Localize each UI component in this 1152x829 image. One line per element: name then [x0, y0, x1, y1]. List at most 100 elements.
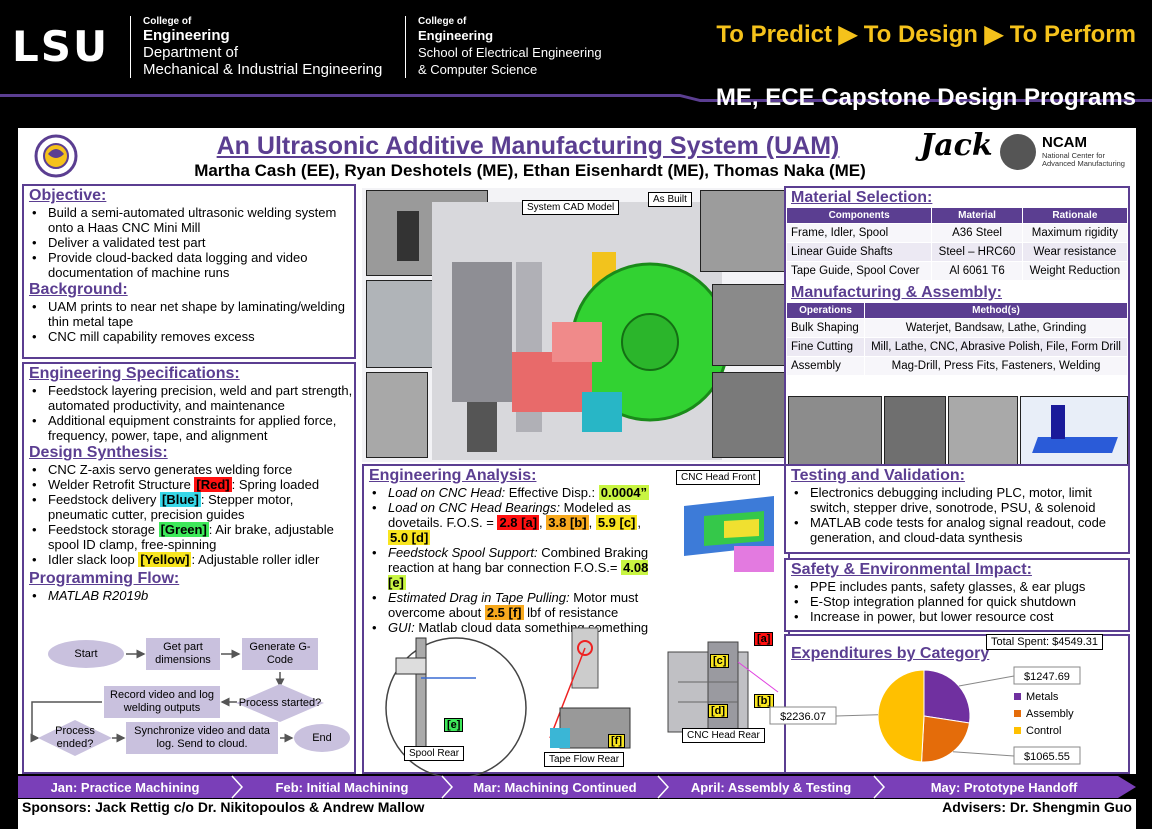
design-list: CNC Z-axis servo generates welding force…	[24, 462, 354, 567]
engineering-spec-panel: Engineering Specifications: Feedstock la…	[22, 362, 356, 774]
value-badge: 5.9 [c]	[595, 515, 638, 530]
as-built-caption: As Built	[648, 192, 692, 207]
photo-mill	[884, 396, 946, 468]
poster: An Ultrasonic Additive Manufacturing Sys…	[18, 128, 1136, 779]
table-cell: Frame, Idler, Spool	[785, 223, 933, 243]
timeline-feb: Feb: Initial Machining	[275, 779, 409, 795]
yellow-tag: [Yellow]	[138, 552, 192, 567]
flow-end: End	[294, 724, 350, 752]
value-badge: 2.8 [a]	[497, 515, 540, 530]
table-cell: Maximum rigidity	[1021, 223, 1129, 243]
list-item: Load on CNC Head Bearings: Modeled as do…	[370, 500, 664, 545]
label: Load on CNC Head:	[388, 485, 506, 500]
material-title: Material Selection:	[791, 189, 933, 206]
label: Estimated Drag in Tape Pulling:	[388, 590, 570, 605]
table-cell: Bulk Shaping	[786, 318, 865, 338]
legend-swatch	[1014, 727, 1021, 734]
expenditure-pie-chart: $1247.69$1065.55$2236.07MetalsAssemblyCo…	[769, 666, 1081, 765]
tag-a: [a]	[754, 632, 774, 646]
lsu-seal-icon	[34, 134, 78, 178]
dept2-line1: School of Electrical Engineering	[418, 45, 602, 60]
analysis-list: Load on CNC Head: Effective Disp.: 0.000…	[364, 485, 664, 635]
photo-finished-part	[948, 396, 1018, 468]
expenditures-panel: Expenditures by Category Total Spent: $4…	[769, 634, 1130, 774]
table-cell: A36 Steel	[931, 223, 1023, 243]
flowchart-arrows	[30, 649, 294, 743]
list-item: Feedstock Spool Support: Combined Brakin…	[370, 545, 664, 590]
ncam-sub1: National Center for	[1042, 151, 1105, 160]
table-header-row: Operations Method(s)	[786, 302, 1128, 319]
objective-title: Objective:	[29, 187, 107, 204]
college-of-label: College of	[143, 16, 192, 27]
tape-flow-rear-caption: Tape Flow Rear	[544, 752, 625, 767]
decision-diamond	[236, 684, 324, 722]
green-tag: [Green]	[158, 522, 209, 537]
safety-panel: Safety & Environmental Impact: PPE inclu…	[784, 558, 1130, 632]
text: Idler slack loop	[48, 552, 139, 567]
timeline-jan: Jan: Practice Machining	[50, 779, 200, 795]
program-title: ME, ECE Capstone Design Programs	[715, 84, 1136, 111]
timeline-apr: April: Assembly & Testing	[690, 779, 852, 795]
column-header: Operations	[786, 302, 865, 319]
text: Combined Braking reaction at hang bar co…	[388, 545, 649, 575]
list-item: Feedstock layering precision, weld and p…	[30, 383, 354, 413]
tag-e: [e]	[444, 718, 464, 732]
material-selection-panel: Material Selection: Components Material …	[784, 186, 1130, 470]
table-cell: Waterjet, Bandsaw, Lathe, Grinding	[864, 318, 1128, 338]
photo-lathe	[788, 396, 882, 468]
pie-leader-line	[835, 714, 879, 717]
eng-spec-title: Engineering Specifications:	[29, 365, 240, 382]
photo-as-built-middle	[712, 284, 786, 366]
timeline-may: May: Prototype Handoff	[930, 779, 1078, 795]
list-item: Load on CNC Head: Effective Disp.: 0.000…	[370, 485, 664, 500]
expenditures-title: Expenditures by Category	[791, 645, 990, 662]
ncam-sub2: Advanced Manufacturing	[1042, 159, 1125, 168]
column-header: Material	[931, 207, 1023, 224]
programming-flowchart: Start Get part dimensions Generate G-Cod…	[24, 634, 354, 774]
background-list: UAM prints to near net shape by laminati…	[24, 299, 354, 344]
table-cell: Mill, Lathe, CNC, Abrasive Polish, File,…	[864, 337, 1128, 357]
text: Motor must overcome about	[388, 590, 639, 620]
table-cell: Assembly	[786, 356, 865, 376]
banner-shape	[0, 94, 1152, 102]
pie-slice-control	[877, 669, 925, 763]
list-item: Deliver a validated test part	[30, 235, 354, 250]
tag-d: [d]	[708, 704, 729, 718]
programming-list: MATLAB R2019b	[24, 588, 354, 603]
flow-process-started: Process started?	[236, 684, 324, 722]
eng-spec-list: Feedstock layering precision, weld and p…	[24, 383, 354, 443]
design-title: Design Synthesis:	[29, 444, 168, 461]
purple-banner	[0, 68, 1152, 125]
red-tag: [Red]	[194, 477, 232, 492]
fea-front-image	[674, 486, 786, 576]
dept2-line2: & Computer Science	[418, 62, 538, 77]
list-item: Build a semi-automated ultrasonic weldin…	[30, 205, 354, 235]
list-item: CNC mill capability removes excess	[30, 329, 354, 344]
table-cell: Mag-Drill, Press Fits, Fasteners, Weldin…	[864, 356, 1128, 376]
list-item: MATLAB code tests for analog signal read…	[792, 515, 1128, 545]
ncam-logo: NCAM National Center for Advanced Manufa…	[996, 132, 1136, 172]
tag-b: [b]	[754, 694, 775, 708]
label: Feedstock Spool Support:	[388, 545, 538, 560]
pie-slice-metals	[923, 669, 971, 724]
table-cell: Linear Guide Shafts	[785, 242, 933, 262]
safety-title: Safety & Environmental Impact:	[791, 561, 1032, 578]
legend-entry: Metals	[1026, 691, 1059, 703]
dept1-line1: Department of	[143, 44, 239, 61]
tag-c: [c]	[710, 654, 730, 668]
engineering-label: Engineering	[418, 28, 494, 43]
objective-list: Build a semi-automated ultrasonic weldin…	[24, 205, 354, 280]
legend-entry: Control	[1026, 725, 1061, 737]
timeline: Jan: Practice Machining Feb: Initial Mac…	[18, 775, 1136, 799]
ncam-subtitle: National Center for Advanced Manufacturi…	[1042, 152, 1125, 168]
list-item: Increase in power, but lower resource co…	[792, 609, 1128, 624]
legend-swatch	[1014, 693, 1021, 700]
pie-leader-line	[952, 751, 1015, 757]
table-row: Frame, Idler, Spool A36 Steel Maximum ri…	[785, 223, 1129, 243]
decision-diamond	[38, 720, 112, 756]
text: Modeled as dovetails. F.O.S. =	[388, 500, 631, 530]
engineering-label: Engineering	[143, 27, 230, 44]
list-item: Provide cloud-backed data logging and vi…	[30, 250, 354, 280]
table-cell: Weight Reduction	[1021, 261, 1129, 281]
table-header-row: Components Material Rationale	[785, 207, 1129, 224]
